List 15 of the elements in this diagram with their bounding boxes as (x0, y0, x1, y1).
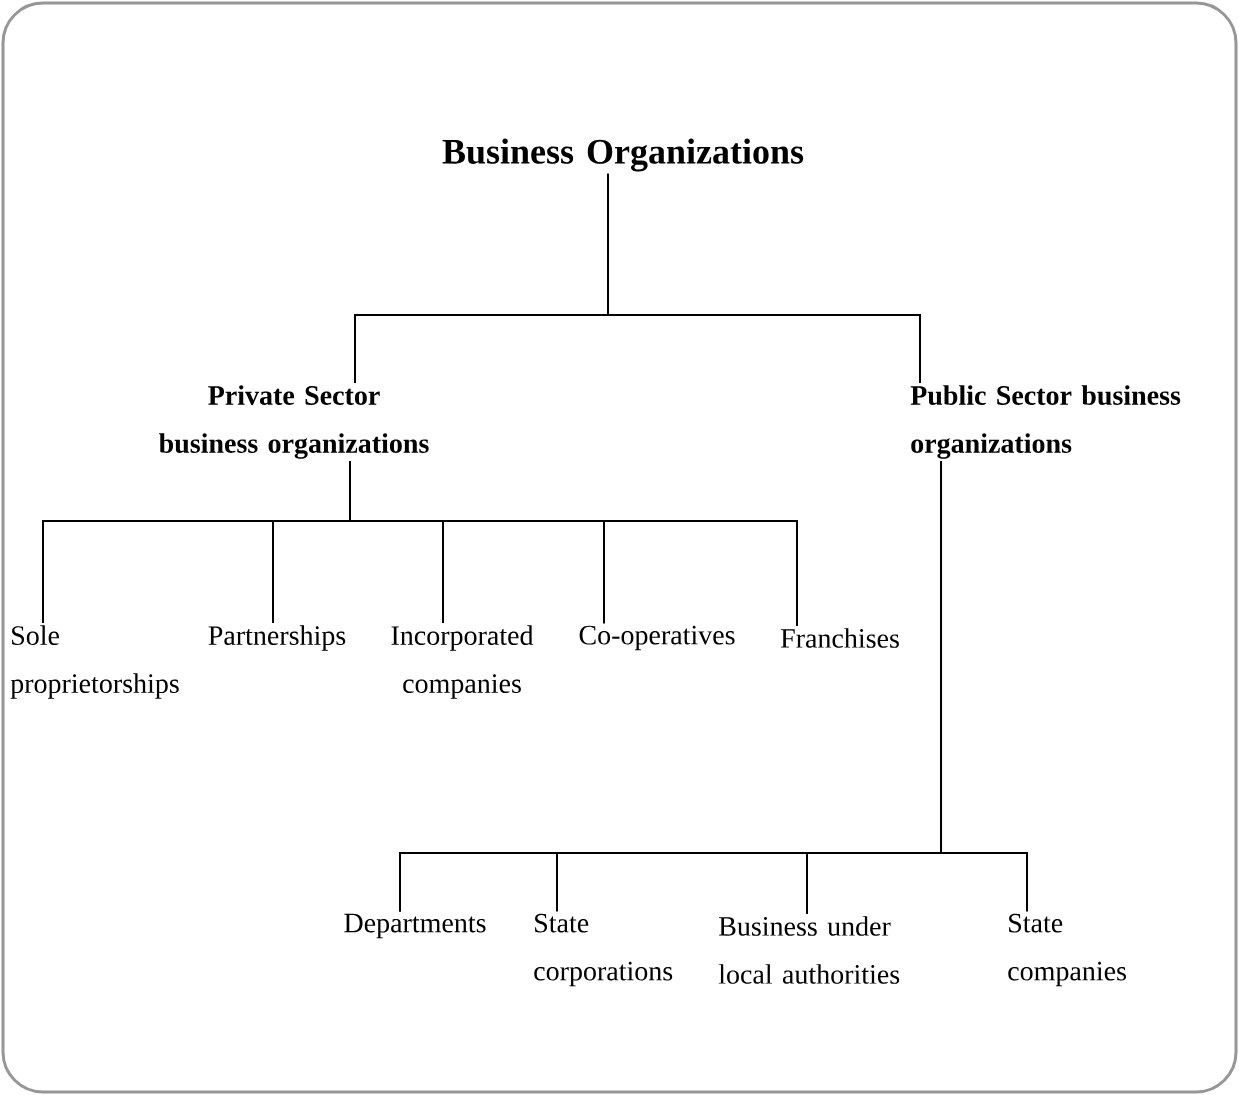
item-label: Co-operatives (579, 625, 735, 651)
item-label: Incorporated companies (391, 625, 534, 699)
connector-line (349, 460, 798, 627)
item-label: Departments (344, 913, 486, 939)
item-label: Sole proprietorships (10, 625, 179, 699)
item-label: State companies (1008, 913, 1126, 987)
item-label: Business under local authorities (718, 916, 900, 984)
item-label: Franchises (780, 628, 899, 648)
item-label: State corporations (534, 913, 673, 987)
heading-text: Business Organizations (442, 138, 804, 172)
item-label: Partnerships (208, 625, 346, 651)
category-label: Private Sector business organizations (159, 385, 429, 459)
category-label: Public Sector business organizations (910, 385, 1181, 459)
connector-line (607, 172, 921, 384)
connector-line (940, 460, 1028, 913)
